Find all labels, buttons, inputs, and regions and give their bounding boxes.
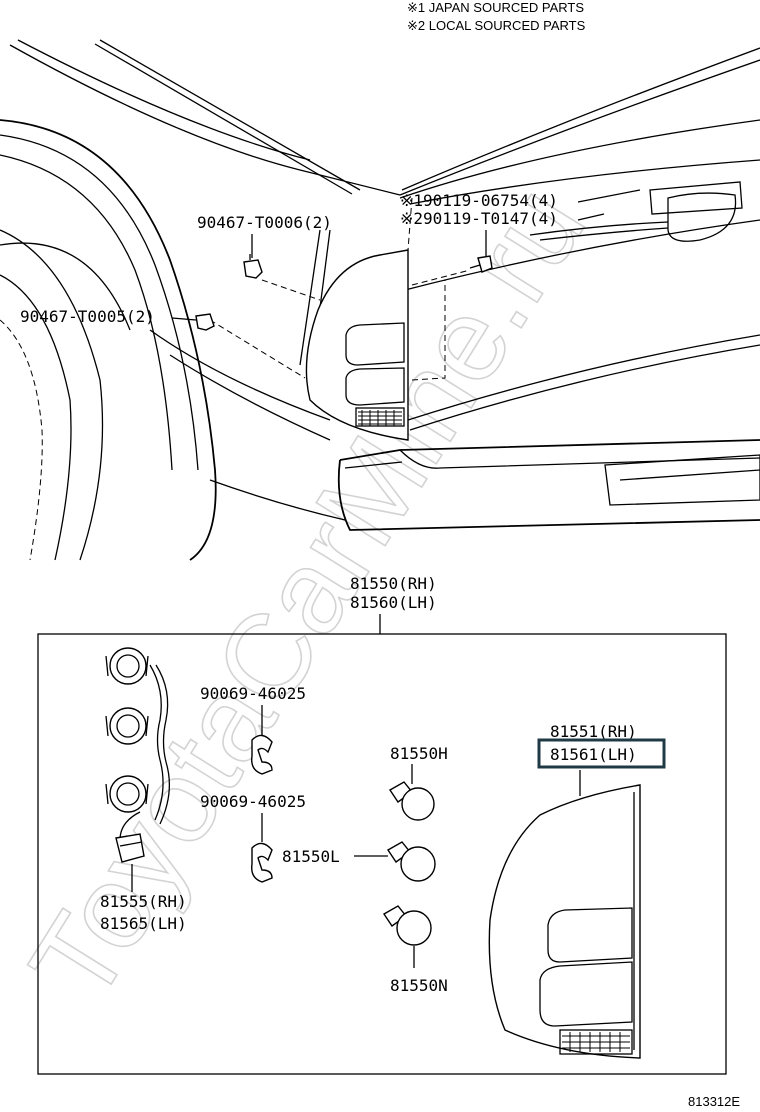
clamp-90069-lower [251, 842, 273, 883]
label-81555-rh: 81555(RH) [100, 892, 187, 911]
label-81561-lh: 81561(LH) [550, 745, 637, 764]
socket-wire-harness [105, 647, 170, 863]
note-japan-sourced: ※1 JAPAN SOURCED PARTS [407, 0, 584, 15]
label-90467-t0006: 90467-T0006(2) [197, 213, 332, 232]
parts-group-box [37, 633, 727, 1075]
tail-lamp-lens-81561 [488, 784, 641, 1059]
note-local-sourced: ※2 LOCAL SOURCED PARTS [407, 18, 586, 33]
label-81550h: 81550H [390, 744, 448, 763]
bulb-81550n [383, 905, 432, 946]
clamp-90069-upper [251, 734, 273, 775]
label-81565-lh: 81565(LH) [100, 914, 187, 933]
clip-90467-t0005 [195, 313, 215, 331]
label-81550l: 81550L [282, 847, 340, 866]
diagram-code: 813312E [688, 1094, 740, 1109]
vehicle-body-drawing [0, 39, 760, 561]
label-90069-46025-lower: 90069-46025 [200, 792, 306, 811]
label-90119-t0147: ※290119-T0147(4) [400, 209, 558, 228]
label-81560-lh: 81560(LH) [350, 593, 437, 612]
highlight-81561-lh [537, 738, 666, 769]
label-81550n: 81550N [390, 976, 448, 995]
label-90467-t0005: 90467-T0005(2) [20, 307, 155, 326]
label-81551-rh: 81551(RH) [550, 722, 637, 741]
label-90069-46025-upper: 90069-46025 [200, 684, 306, 703]
label-90119-06754: ※190119-06754(4) [400, 191, 558, 210]
label-81550-rh: 81550(RH) [350, 574, 437, 593]
bulb-81550l [387, 841, 436, 882]
clip-90467-t0006 [243, 254, 263, 279]
screw-90119 [469, 255, 493, 273]
bulb-81550h [389, 781, 435, 821]
